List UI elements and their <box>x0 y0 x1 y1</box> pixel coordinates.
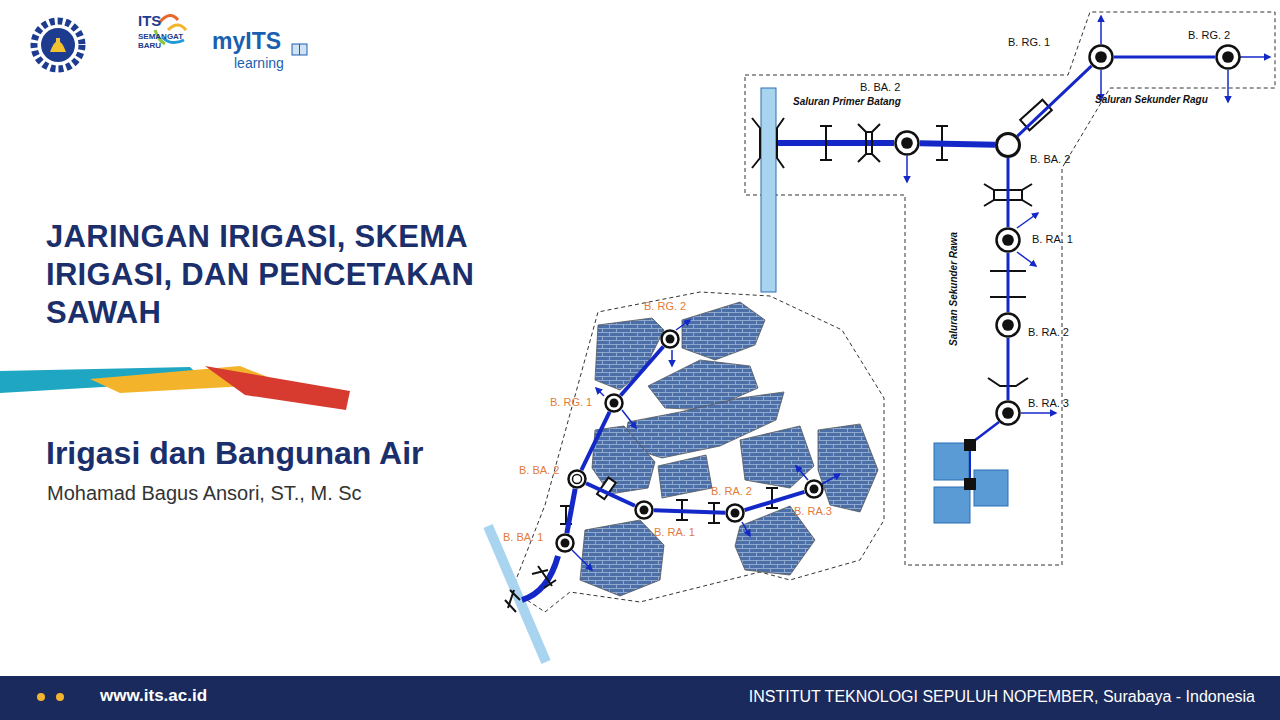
structure-symbol <box>567 469 587 489</box>
canal-line <box>1017 66 1091 136</box>
division-structure: B. BA. 2 <box>567 469 587 489</box>
offtake-structure: B. RA. 2 <box>995 312 1021 338</box>
book-icon <box>292 44 307 55</box>
footer-bar <box>0 676 1280 720</box>
tertiary-plots <box>934 439 1008 523</box>
structure-label: B. RG. 1 <box>1008 36 1050 49</box>
logo-tagline: SEMANGAT BARU <box>138 33 188 51</box>
offtake-structure: B. RG. 1 <box>604 393 624 413</box>
offtake-structure: B. RG. 2 <box>660 329 680 349</box>
structure-symbol <box>804 479 824 499</box>
structure-label: B. RA. 1 <box>1032 233 1073 246</box>
structure-symbol <box>1215 44 1241 70</box>
canal-name: Saluran Sekunder Rawa <box>948 223 960 355</box>
structure-label: B. BA. 2 <box>860 81 900 94</box>
canal-name: Saluran Sekunder Ragu <box>1095 94 1208 106</box>
canal-line <box>586 483 635 506</box>
canal-line <box>621 347 664 396</box>
author-name: Mohamad Bagus Ansori, ST., M. Sc <box>47 481 362 505</box>
canal-line <box>581 412 609 470</box>
map-boundary <box>512 292 884 612</box>
structure-label: B. RG. 2 <box>1188 29 1230 42</box>
structure-symbol <box>1088 44 1114 70</box>
structure-label: B. RA. 2 <box>711 485 752 498</box>
canal-line <box>1114 56 1215 59</box>
canal-line <box>1007 253 1010 312</box>
offtake-structure: B. RG. 1 <box>1088 44 1114 70</box>
footer-institution: INSTITUT TEKNOLOGI SEPULUH NOPEMBER, Sur… <box>749 687 1255 706</box>
canal-line <box>654 510 725 512</box>
canal-line <box>1007 158 1010 227</box>
canal-name: Saluran Primer Batang <box>793 96 901 108</box>
offtake-arrows <box>907 16 1270 413</box>
structure-symbol <box>634 500 654 520</box>
structure-label: B. RA. 1 <box>654 526 695 539</box>
structure-label: B. RA. 3 <box>1028 397 1069 410</box>
structure-symbol <box>995 227 1021 253</box>
structure-label: B. BA. 2 <box>519 464 559 477</box>
logo-text: ITS <box>138 12 161 30</box>
river <box>761 88 776 292</box>
rice-fields <box>580 302 878 596</box>
map-primary-canal <box>522 556 558 600</box>
offtake-structure: B. BA. 2 <box>894 130 920 156</box>
primary-canal <box>776 140 894 146</box>
structure-symbol <box>604 393 624 413</box>
structure-symbol <box>660 329 680 349</box>
structure-label: B. RA. 2 <box>1028 326 1069 339</box>
structure-symbol <box>995 400 1021 426</box>
slide-title: JARINGAN IRIGASI, SKEMA IRIGASI, DAN PEN… <box>46 218 576 331</box>
logo-text: learning <box>234 55 284 72</box>
offtake-structure: B. BA. 1 <box>555 533 575 553</box>
offtake-structure: B. RG. 2 <box>1215 44 1241 70</box>
its-gear-logo <box>34 21 82 69</box>
structure-label: B. RG. 1 <box>550 396 592 409</box>
offtake-structure: B. RA. 1 <box>995 227 1021 253</box>
course-name: Irigasi dan Bangunan Air <box>46 434 424 472</box>
structure-symbol <box>894 130 920 156</box>
offtake-structure: B. RA. 2 <box>725 503 745 523</box>
offtake-structure: B. RA. 1 <box>634 500 654 520</box>
canal-line <box>920 143 995 144</box>
footer-dot <box>37 693 45 701</box>
structure-label: B. RA.3 <box>794 505 832 518</box>
division-structure: B. BA. 2 <box>995 132 1021 158</box>
footer-dot <box>56 693 64 701</box>
offtake-structure: B. RA.3 <box>804 479 824 499</box>
offtake-structure: B. RA. 3 <box>995 400 1021 426</box>
structure-symbol <box>725 503 745 523</box>
map-structure-symbols <box>505 478 778 612</box>
structure-label: B. BA. 1 <box>503 531 543 544</box>
structure-label: B. RG. 2 <box>644 300 686 313</box>
structure-symbol <box>995 132 1021 158</box>
scheme-boundary <box>745 12 1275 565</box>
structure-symbol <box>555 533 575 553</box>
canal-line <box>567 489 575 533</box>
structure-label: B. BA. 2 <box>1030 153 1070 166</box>
decor-stripe <box>0 366 350 410</box>
canal-line <box>1007 338 1010 400</box>
logo-text: myITS <box>212 28 281 56</box>
map-offtake-arrows <box>572 320 840 570</box>
structure-symbol <box>995 312 1021 338</box>
footer-url: www.its.ac.id <box>100 686 207 706</box>
